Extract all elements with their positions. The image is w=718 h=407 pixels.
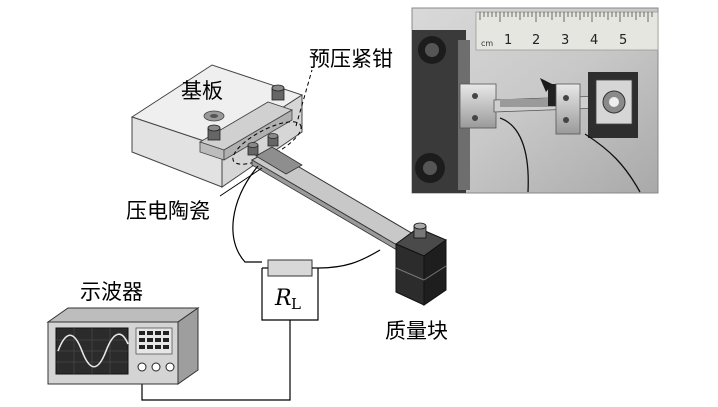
- ruler-number-5: 5: [619, 33, 627, 48]
- photo-inset: cm 1 2 3 4 5: [411, 7, 659, 194]
- piezo-lead-wire: [232, 165, 262, 263]
- ruler-number-2: 2: [532, 33, 540, 48]
- load-circuit: [141, 165, 381, 401]
- photo-wire-2: [584, 133, 641, 193]
- mass-block-label: 质量块: [385, 319, 448, 343]
- mass-block: [394, 222, 448, 306]
- ruler-number-1: 1: [504, 33, 512, 48]
- preload-clamp-label: 预压紧钳: [309, 47, 393, 71]
- cantilever-beam: [247, 133, 422, 254]
- input-jack-3: [165, 362, 175, 372]
- oscilloscope: [46, 307, 200, 385]
- oscilloscope-label: 示波器: [80, 280, 143, 304]
- clamp-leader: [295, 69, 313, 127]
- load-resistor: [267, 259, 313, 277]
- photo-end-mass: [588, 72, 638, 138]
- ruler: cm 1 2 3 4 5: [475, 11, 659, 51]
- ruler-number-3: 3: [561, 33, 569, 48]
- input-jack-1: [137, 362, 147, 372]
- photo-wire-1: [499, 117, 529, 193]
- piezo-ceramic-label: 压电陶瓷: [126, 199, 210, 223]
- waveform: [57, 333, 129, 368]
- ruler-unit: cm: [481, 39, 493, 48]
- resistor-symbol: R: [274, 286, 292, 311]
- piezo-lead-wire-2: [317, 249, 381, 269]
- piezo-leader: [219, 167, 263, 197]
- substrate-label: 基板: [181, 79, 223, 103]
- input-jack-2: [151, 362, 161, 372]
- scope-lead-wire: [141, 320, 291, 401]
- substrate: [130, 64, 304, 188]
- photo-clamp-block: [412, 30, 497, 193]
- photo-beam: [493, 78, 601, 135]
- ruler-number-4: 4: [590, 33, 598, 48]
- resistor-subscript: L: [291, 295, 301, 313]
